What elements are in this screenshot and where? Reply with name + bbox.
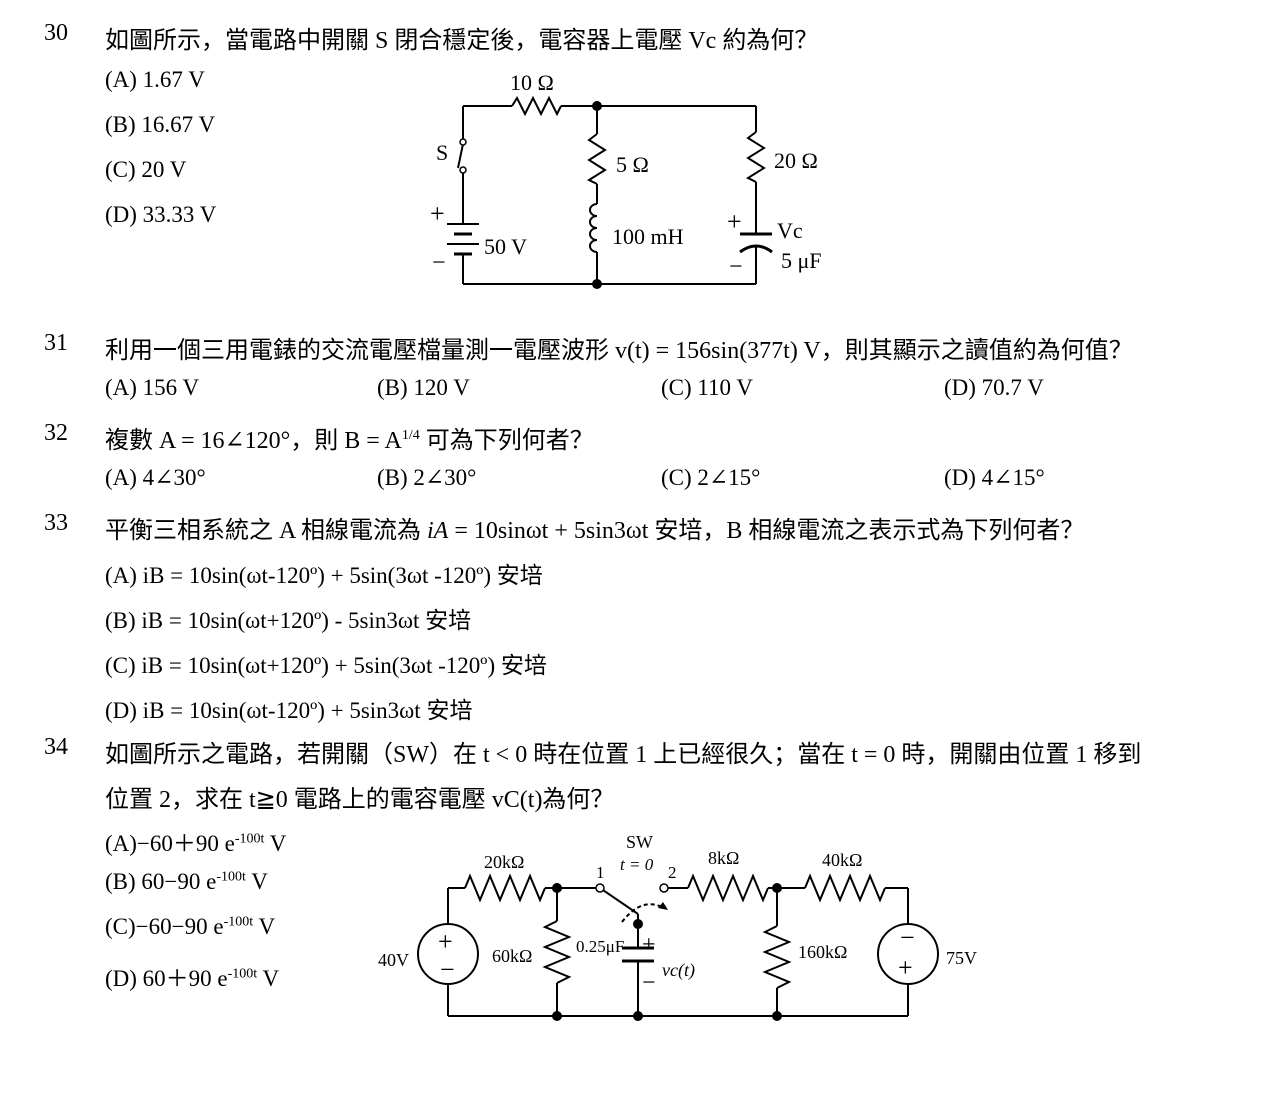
- q32-option-b[interactable]: (B) 2∠30°: [377, 465, 477, 490]
- q32-option-a[interactable]: (A) 4∠30°: [105, 465, 206, 490]
- c1-cap-value-label: 5 μF: [781, 248, 822, 273]
- c2-r-8k-label: 8kΩ: [708, 848, 739, 868]
- q33-option-b[interactable]: (B) iB = 10sin(ωt+120º) - 5sin3ωt 安培: [105, 608, 472, 633]
- c2-vc-label: vc(t): [662, 960, 695, 981]
- question-34-text-line2: 位置 2，求在 t≧0 電路上的電容電壓 vC(t)為何？: [105, 787, 615, 813]
- c1-cap-minus: −: [729, 254, 743, 280]
- q30-option-c[interactable]: (C) 20 V: [105, 157, 187, 182]
- c2-left-source-label: 40V: [378, 950, 409, 970]
- c2-r-40k-label: 40kΩ: [822, 850, 862, 870]
- c2-r1-label: 20kΩ: [484, 852, 524, 872]
- c1-inductor-label: 100 mH: [612, 224, 684, 249]
- question-30-text: 如圖所示，當電路中開關 S 閉合穩定後，電容器上電壓 Vc 約為何？: [105, 28, 819, 54]
- q31-option-c[interactable]: (C) 110 V: [661, 375, 753, 400]
- q31-option-d[interactable]: (D) 70.7 V: [944, 375, 1044, 400]
- c1-switch-label: S: [436, 140, 448, 165]
- question-32-number: 32: [44, 420, 68, 446]
- q34-option-b[interactable]: (B) 60−90 e-100t V: [105, 869, 268, 894]
- c2-cap-minus: −: [642, 970, 656, 996]
- q34-option-c[interactable]: (C)−60−90 e-100t V: [105, 914, 276, 939]
- q31-option-b[interactable]: (B) 120 V: [377, 375, 470, 400]
- c2-sw-time-label: t = 0: [620, 855, 654, 874]
- c1-source-plus: +: [430, 199, 445, 228]
- q30-option-b[interactable]: (B) 16.67 V: [105, 112, 216, 137]
- c2-sw-label: SW: [626, 832, 653, 852]
- q31-option-a[interactable]: (A) 156 V: [105, 375, 200, 400]
- q30-option-d[interactable]: (D) 33.33 V: [105, 202, 217, 227]
- question-31-number: 31: [44, 330, 68, 356]
- q32-option-c[interactable]: (C) 2∠15°: [661, 465, 761, 490]
- q33-option-a[interactable]: (A) iB = 10sin(ωt-120º) + 5sin(3ωt -120º…: [105, 563, 543, 588]
- c1-source-label: 50 V: [484, 234, 527, 259]
- q30-option-a[interactable]: (A) 1.67 V: [105, 67, 205, 92]
- c2-pos1-label: 1: [596, 863, 605, 882]
- c1-cap-plus: +: [727, 207, 742, 236]
- c1-r-mid-label: 5 Ω: [616, 152, 649, 177]
- c2-right-source-label: 75V: [946, 948, 977, 968]
- question-34-text-line1: 如圖所示之電路，若開關（SW）在 t < 0 時在位置 1 上已經很久；當在 t…: [105, 742, 1142, 768]
- circuit-diagram-2: + − − + + − 20kΩ SW t = 0 1 2 8kΩ 40kΩ 4…: [378, 832, 977, 1021]
- c1-source-minus: −: [432, 250, 446, 276]
- c1-r-top-label: 10 Ω: [510, 70, 554, 95]
- c2-right-minus: −: [900, 923, 915, 952]
- c1-cap-voltage-label: Vc: [777, 218, 803, 243]
- question-33-text: 平衡三相系統之 A 相線電流為 iA = 10sinωt + 5sin3ωt 安…: [105, 518, 1085, 544]
- q33-option-c[interactable]: (C) iB = 10sin(ωt+120º) + 5sin(3ωt -120º…: [105, 653, 547, 678]
- c2-pos2-label: 2: [668, 863, 677, 882]
- c2-cap-label: 0.25μF: [576, 937, 624, 956]
- q33-option-d[interactable]: (D) iB = 10sin(ωt-120º) + 5sin3ωt 安培: [105, 698, 473, 723]
- q34-option-a[interactable]: (A)−60＋90 e-100t V: [105, 831, 287, 856]
- q32-option-d[interactable]: (D) 4∠15°: [944, 465, 1045, 490]
- c2-cap-plus: +: [642, 932, 656, 958]
- c2-left-minus: −: [440, 955, 455, 984]
- c2-right-plus: +: [898, 953, 913, 982]
- q34-option-d[interactable]: (D) 60＋90 e-100t V: [105, 966, 280, 991]
- c1-r-right-label: 20 Ω: [774, 148, 818, 173]
- c2-r-160k-label: 160kΩ: [798, 942, 847, 962]
- question-32-text: 複數 A = 16∠120°，則 B = A1/4 可為下列何者？: [105, 428, 594, 454]
- c2-left-plus: +: [438, 927, 453, 956]
- question-31-text: 利用一個三用電錶的交流電壓檔量測一電壓波形 v(t) = 156sin(377t…: [105, 338, 1133, 364]
- question-30-number: 30: [44, 20, 68, 46]
- question-33-number: 33: [44, 510, 68, 536]
- question-34-number: 34: [44, 734, 68, 760]
- c2-r-60k-label: 60kΩ: [492, 946, 532, 966]
- circuit-diagram-1: 10 Ω S 5 Ω 100 mH 20 Ω Vc 5 μF 50 V + − …: [430, 70, 822, 289]
